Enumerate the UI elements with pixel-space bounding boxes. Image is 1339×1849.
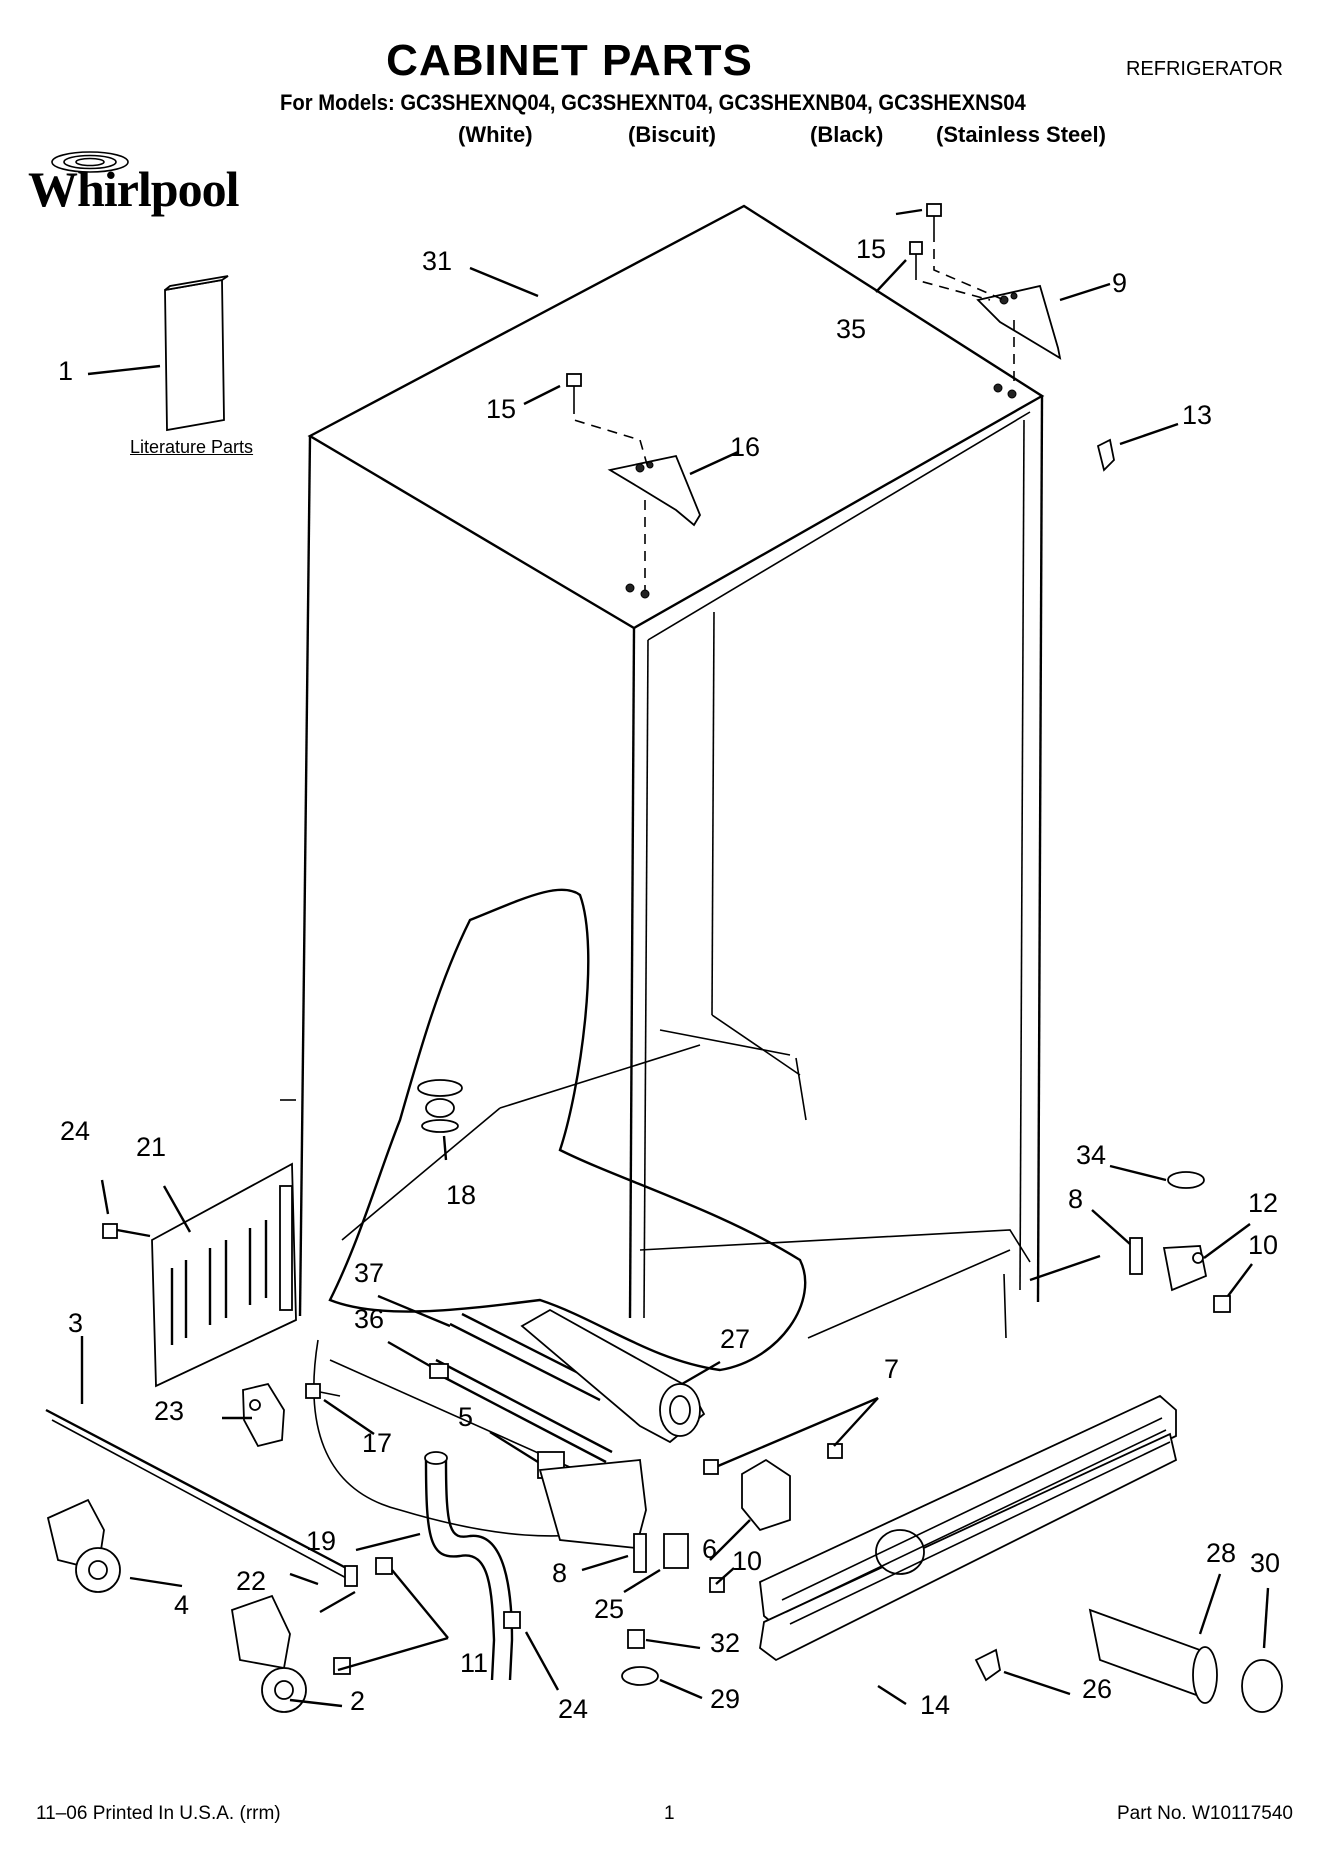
callout-18: 18: [446, 1180, 477, 1210]
literature-label: Literature Parts: [130, 437, 254, 457]
callout-3: 3: [68, 1308, 84, 1338]
callout-8-right: 8: [1068, 1184, 1084, 1214]
callout-34: 34: [1076, 1140, 1107, 1170]
callout-35: 35: [836, 314, 867, 344]
callout-26: 26: [1082, 1674, 1113, 1704]
literature-booklet: [164, 278, 225, 432]
swirl-icon: [51, 151, 129, 173]
lower-hinge-right: [1162, 1245, 1208, 1292]
lower-front-panel: [538, 1459, 647, 1549]
grille-ribs: [781, 1417, 1171, 1625]
callout-37: 37: [354, 1258, 385, 1288]
hinge-cap: [1096, 438, 1115, 472]
hinge-washer: [1167, 1171, 1205, 1189]
callout-8-lower: 8: [552, 1558, 568, 1588]
callout-10-right: 10: [1248, 1230, 1279, 1260]
plug-grommet: [417, 1079, 463, 1133]
callout-14: 14: [920, 1690, 951, 1720]
callout-15-left: 15: [486, 394, 517, 424]
grille-bracket: [741, 1458, 791, 1532]
callout-1: 1: [58, 356, 74, 386]
water-filter: [1088, 1608, 1218, 1704]
lower-bracket-right: [1129, 1237, 1143, 1275]
callout-24-left: 24: [60, 1116, 91, 1146]
callout-27: 27: [720, 1324, 751, 1354]
callout-31: 31: [422, 246, 453, 276]
page-title: CABINET PARTS: [386, 36, 753, 85]
callout-19: 19: [306, 1526, 337, 1556]
callout-21: 21: [136, 1132, 167, 1162]
callout-30: 30: [1250, 1548, 1281, 1578]
variant-black: (Black): [810, 122, 884, 147]
callout-11: 11: [460, 1648, 489, 1678]
filter-cap: [1241, 1659, 1283, 1713]
callout-22: 22: [236, 1566, 267, 1596]
brand-logo: Whirlpool: [28, 161, 239, 217]
page-number: 1: [664, 1803, 675, 1824]
callout-10-lower: 10: [732, 1546, 763, 1576]
hinge-screws: [566, 203, 942, 404]
variant-biscuit: (Biscuit): [628, 122, 716, 147]
callout-12: 12: [1248, 1188, 1279, 1218]
part-number: Part No. W10117540: [1116, 1803, 1293, 1824]
callout-7: 7: [884, 1354, 900, 1384]
leader-lines: [80, 208, 1270, 1708]
models-line: For Models: GC3SHEXNQ04, GC3SHEXNT04, GC…: [280, 90, 1026, 115]
callout-32: 32: [710, 1628, 741, 1658]
cabinet-body: [280, 204, 1101, 1537]
top-hinge-left: [607, 454, 702, 527]
filter-cap-latch: [974, 1648, 1001, 1682]
roller-pin: [319, 1590, 356, 1614]
callout-4: 4: [174, 1590, 190, 1620]
callout-28: 28: [1206, 1538, 1237, 1568]
water-tube: [429, 1368, 607, 1464]
category-label: REFRIGERATOR: [1125, 58, 1283, 80]
callout-9: 9: [1112, 268, 1128, 298]
callout-13: 13: [1182, 400, 1213, 430]
callout-17: 17: [362, 1428, 393, 1458]
washer: [621, 1666, 659, 1686]
callout-5: 5: [458, 1402, 474, 1432]
grille-slots: [170, 1220, 268, 1345]
rear-access-panel: [151, 1162, 297, 1388]
rear-bracket: [242, 1382, 285, 1448]
callout-25: 25: [594, 1594, 625, 1624]
callout-36: 36: [354, 1304, 385, 1334]
top-hinge-right: [976, 284, 1062, 360]
callout-16: 16: [730, 432, 761, 462]
door-closer-left: [663, 1533, 689, 1569]
callout-15-top: 15: [856, 234, 887, 264]
print-info: 11–06 Printed In U.S.A. (rrm): [36, 1803, 281, 1824]
leveling-rod: [45, 1408, 351, 1572]
variant-stainless: (Stainless Steel): [936, 122, 1106, 147]
rear-roller: [46, 1498, 121, 1593]
filter-housing: [520, 1308, 706, 1444]
callout-6: 6: [702, 1534, 718, 1564]
variant-white: (White): [458, 122, 533, 147]
callout-23: 23: [154, 1396, 185, 1426]
drain-hose: [424, 1459, 496, 1681]
callout-29: 29: [710, 1684, 741, 1714]
front-roller: [230, 1594, 307, 1713]
callout-24-lower: 24: [558, 1694, 589, 1724]
callout-2: 2: [350, 1686, 366, 1716]
lower-bracket-left: [633, 1533, 647, 1573]
